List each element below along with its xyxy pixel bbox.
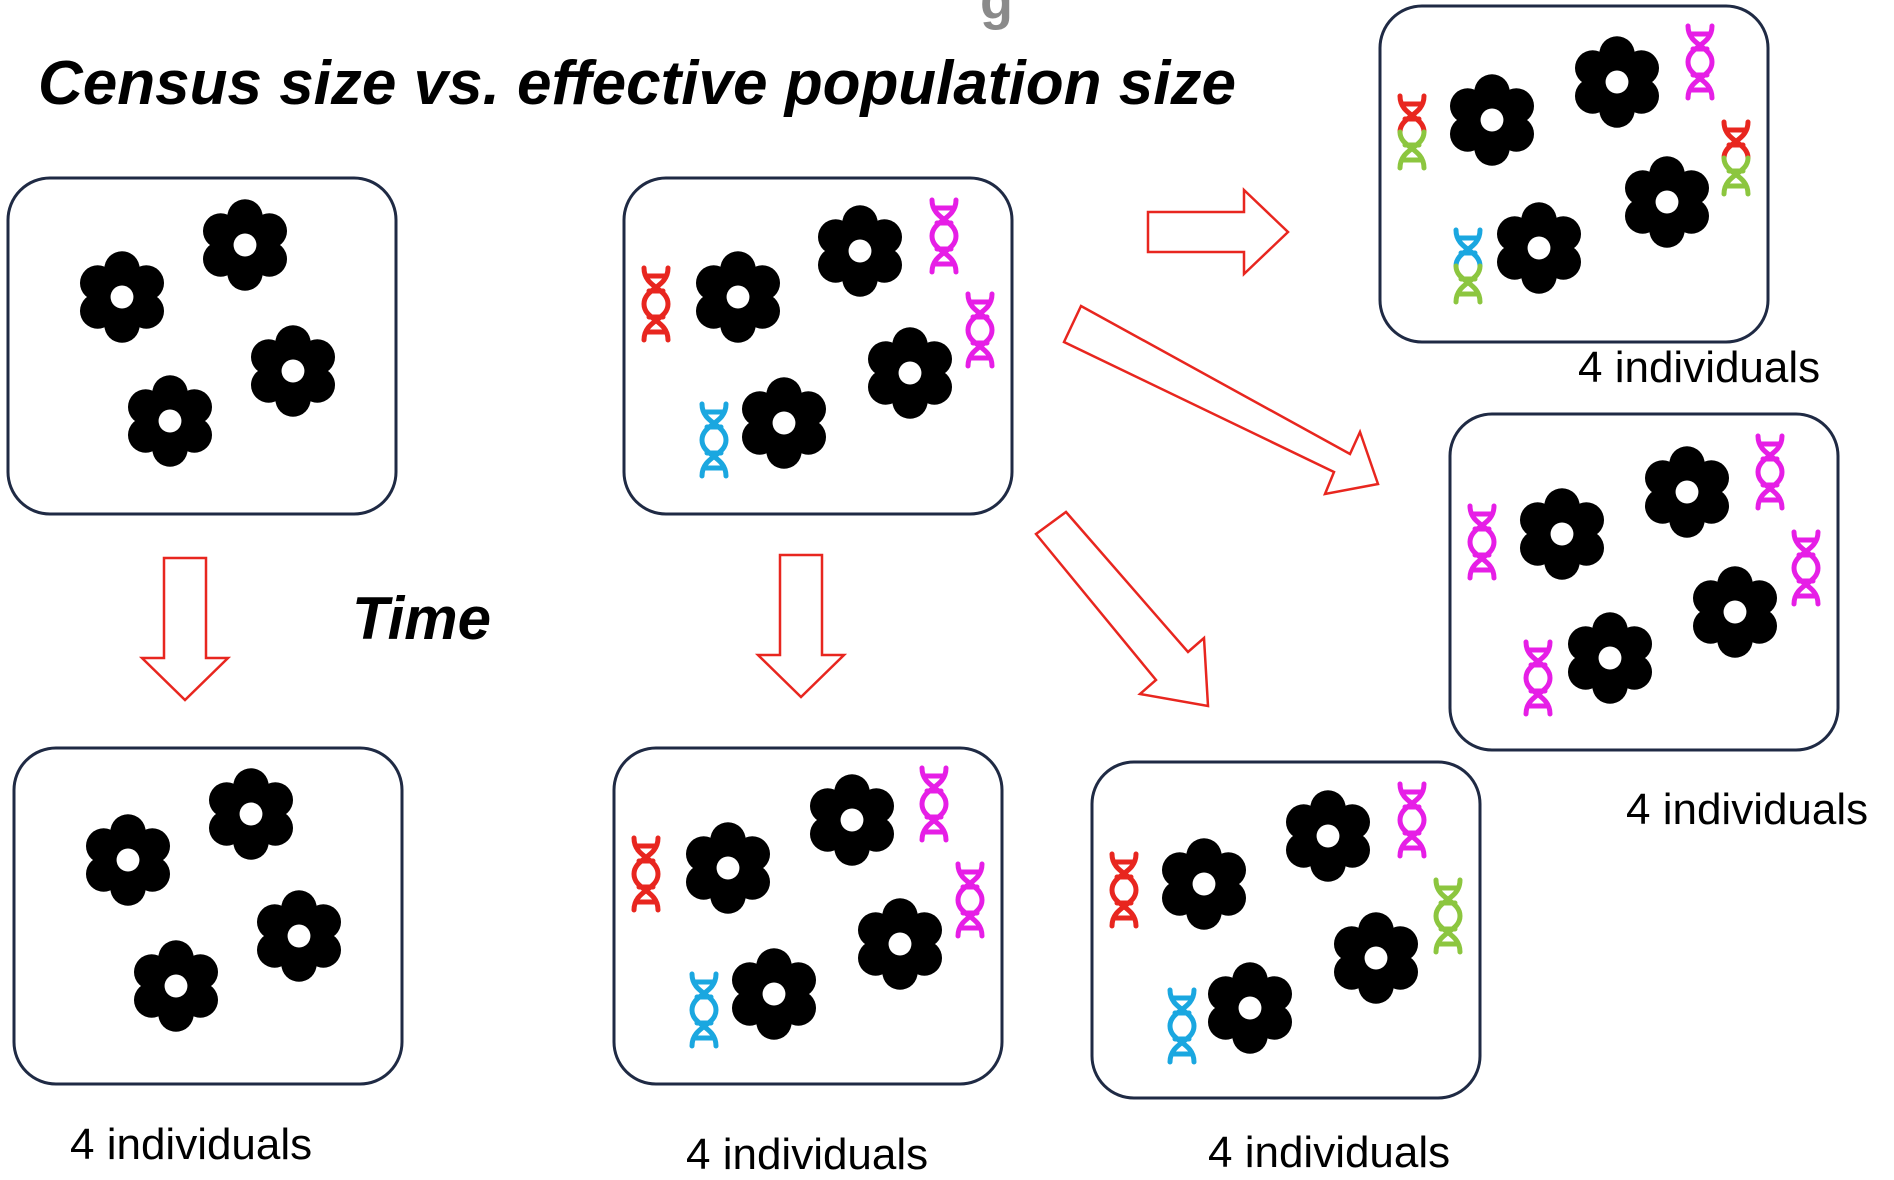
diagram-title: Census size vs. effective population siz… xyxy=(38,49,1236,118)
panel-drift-a xyxy=(1378,4,1770,344)
panel-drift-c xyxy=(1090,760,1482,1100)
arrow-right-top xyxy=(1146,187,1290,277)
arrow-down-left xyxy=(138,556,232,702)
time-label: Time xyxy=(352,585,491,652)
arrow-diagonal-right xyxy=(1062,304,1380,496)
panel-drift-b xyxy=(1448,412,1840,752)
panel-census-after xyxy=(12,746,404,1086)
caption-effective-after: 4 individuals xyxy=(686,1130,929,1179)
caption-drift-a: 4 individuals xyxy=(1578,343,1821,392)
caption-census-after: 4 individuals xyxy=(70,1120,313,1169)
partial-top-text: g xyxy=(980,0,1013,31)
arrow-down-center xyxy=(754,553,848,699)
caption-drift-c: 4 individuals xyxy=(1208,1128,1451,1177)
caption-drift-b: 4 individuals xyxy=(1626,785,1869,834)
panel-effective-after xyxy=(612,746,1004,1086)
arrow-diagonal-down xyxy=(1034,510,1210,708)
panel-census-before xyxy=(6,176,398,516)
panel-effective-before xyxy=(622,176,1014,516)
